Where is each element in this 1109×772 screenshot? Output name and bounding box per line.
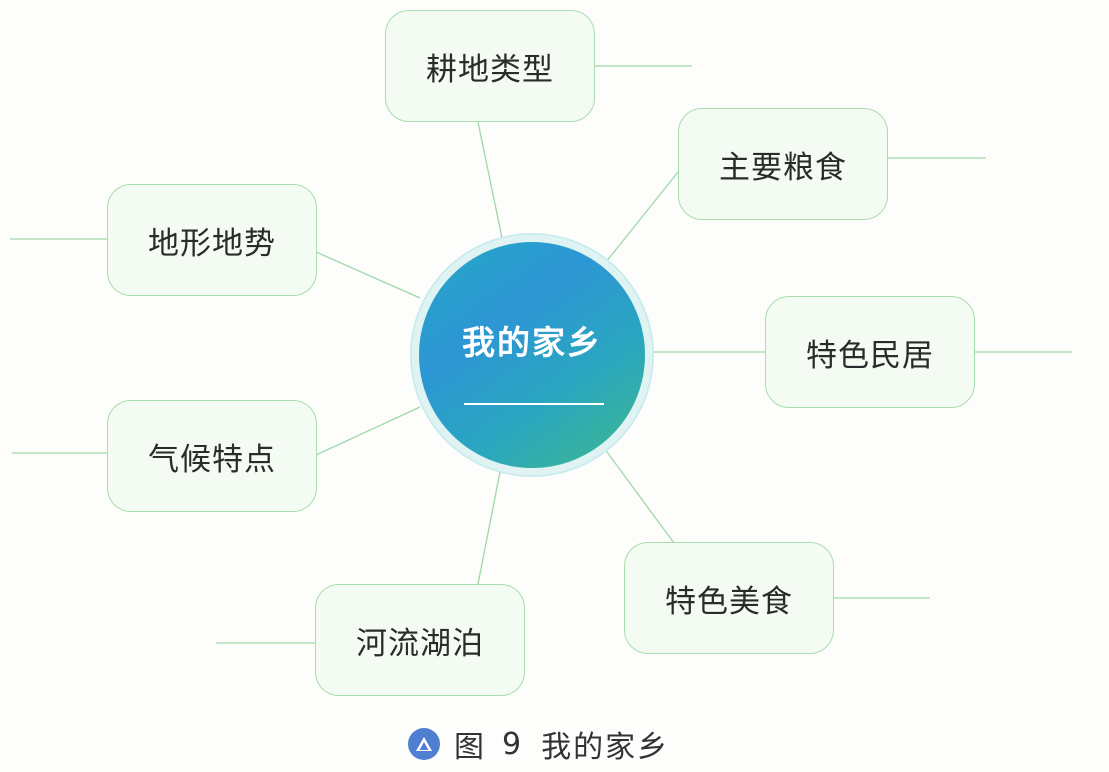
connector-terrain <box>315 251 421 299</box>
caption-figure-label: 图 <box>454 730 486 765</box>
topic-rivers-lakes: 河流湖泊 <box>315 584 525 696</box>
topic-climate: 气候特点 <box>107 400 317 512</box>
topic-label: 主要粮食 <box>719 149 847 186</box>
connector-staple-food <box>605 171 679 263</box>
topic-label: 特色美食 <box>665 583 793 620</box>
figure-caption: 图 9 我的家乡 <box>408 722 669 766</box>
topic-cultivated-land: 耕地类型 <box>385 10 595 122</box>
topic-label: 河流湖泊 <box>356 625 484 662</box>
topic-staple-food: 主要粮食 <box>678 108 888 220</box>
topic-label: 耕地类型 <box>426 51 554 88</box>
topic-terrain: 地形地势 <box>107 184 317 296</box>
central-topic-title: 我的家乡 <box>462 323 602 362</box>
caption-triangle-icon <box>408 728 440 760</box>
topic-label: 特色民居 <box>806 337 934 374</box>
connector-rivers-lakes <box>477 471 501 585</box>
caption-figure-number: 9 <box>502 726 524 762</box>
central-topic-circle: 我的家乡 <box>412 235 652 475</box>
topic-label: 地形地势 <box>148 225 276 262</box>
connector-climate <box>315 406 421 456</box>
topic-label: 气候特点 <box>148 441 276 478</box>
topic-local-dwellings: 特色民居 <box>765 296 975 408</box>
central-topic-blank-line <box>464 403 604 405</box>
topic-local-cuisine: 特色美食 <box>624 542 834 654</box>
connector-cultivated-land <box>477 121 503 239</box>
caption-title: 我的家乡 <box>541 730 670 765</box>
connector-local-cuisine <box>603 447 675 544</box>
